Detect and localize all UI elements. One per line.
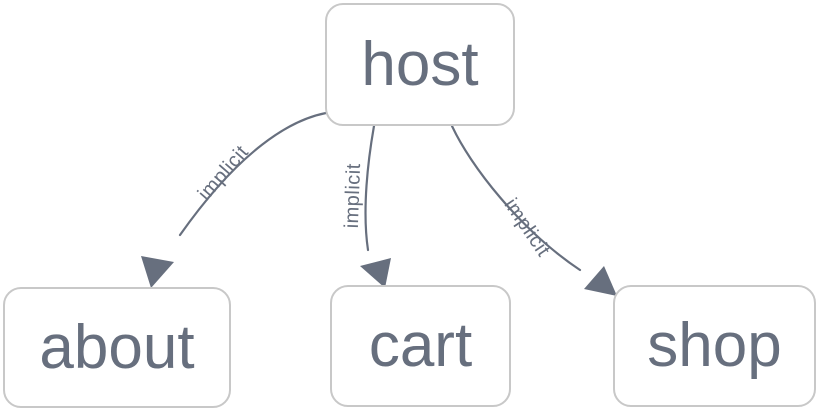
node-cart[interactable]: cart	[330, 285, 511, 407]
edge-host-cart[interactable]: implicit	[341, 124, 391, 288]
node-about[interactable]: about	[3, 287, 231, 408]
node-shop[interactable]: shop	[613, 285, 816, 407]
edge-host-shop-label: implicit	[500, 194, 555, 260]
edge-host-cart-label: implicit	[341, 163, 365, 229]
edge-host-cart-arrowhead	[360, 258, 391, 288]
node-about-label: about	[39, 312, 195, 382]
node-host[interactable]: host	[325, 3, 515, 126]
node-cart-label: cart	[368, 311, 473, 380]
node-shop-label: shop	[647, 311, 782, 380]
edge-host-about-arrowhead	[141, 256, 174, 288]
node-host-label: host	[361, 29, 479, 99]
edge-host-cart-path	[364, 124, 376, 252]
edge-host-shop-path	[450, 124, 582, 272]
edge-host-about-path	[178, 111, 328, 237]
edge-host-shop[interactable]: implicit	[450, 124, 617, 296]
edge-host-about[interactable]: implicit	[141, 111, 328, 288]
edge-host-about-label: implicit	[194, 141, 253, 205]
edge-host-shop-arrowhead	[584, 266, 617, 296]
